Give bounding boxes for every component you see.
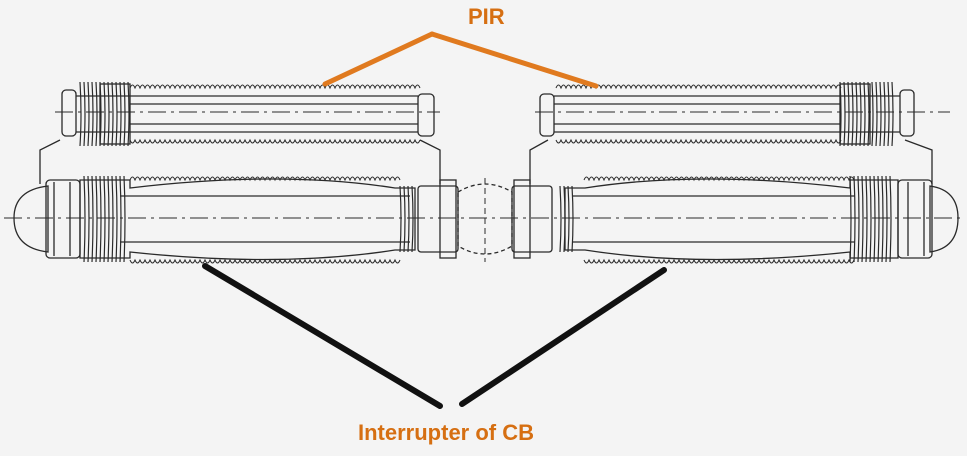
cooling-fin: [91, 175, 94, 263]
cooling-fin: [883, 81, 886, 147]
cooling-fin: [839, 81, 842, 147]
cooling-fin: [863, 81, 866, 147]
cooling-fin: [877, 175, 880, 263]
cooling-fin: [103, 175, 106, 263]
cooling-fin: [115, 81, 118, 147]
cooling-fin: [123, 81, 126, 147]
cooling-fin: [87, 81, 90, 147]
cooling-fin: [861, 175, 864, 263]
cooling-fin: [407, 185, 410, 253]
cooling-fin: [859, 81, 862, 147]
cooling-fin: [869, 175, 872, 263]
cooling-fin: [849, 175, 852, 263]
insulator-corrugation: [129, 176, 401, 182]
cooling-fin: [87, 175, 90, 263]
left-end-cap: [13, 179, 81, 259]
cooling-fin: [95, 175, 98, 263]
cooling-fin: [879, 81, 882, 147]
cooling-fin: [873, 175, 876, 263]
cooling-fin: [885, 175, 888, 263]
left-pir-tube: [61, 83, 435, 145]
center-tank: [417, 178, 553, 262]
cooling-fin: [111, 81, 114, 147]
cooling-fin: [127, 81, 130, 147]
cooling-fin: [115, 175, 118, 263]
pir-label: PIR: [468, 4, 505, 29]
left-interrupter-body: [79, 178, 416, 261]
cooling-fin: [855, 81, 858, 147]
interrupter-leader-left: [202, 263, 443, 409]
cooling-fin: [881, 175, 884, 263]
cooling-fin: [889, 175, 892, 263]
cooling-fin: [399, 185, 402, 253]
right-interrupter-body: [564, 178, 899, 261]
cooling-fin: [119, 81, 122, 147]
right-end-cap: [897, 179, 959, 259]
cooling-fin: [559, 185, 562, 253]
pir-leader-left: [322, 31, 435, 87]
insulator-corrugation: [129, 258, 401, 264]
cooling-fin: [123, 175, 126, 263]
cooling-fin: [119, 175, 122, 263]
cooling-fin: [867, 81, 870, 147]
cooling-fin: [563, 185, 566, 253]
cooling-fin: [567, 185, 570, 253]
cooling-fin: [99, 175, 102, 263]
cooling-fin: [111, 175, 114, 263]
cooling-fin: [107, 175, 110, 263]
right-pir-tube: [539, 83, 915, 145]
insulator-corrugation: [129, 138, 421, 144]
interrupter-leader-lines: [202, 263, 667, 409]
cooling-fin: [571, 185, 574, 253]
cooling-fin: [99, 81, 102, 147]
cooling-fin: [843, 81, 846, 147]
cooling-fin: [871, 81, 874, 147]
cooling-fin: [891, 81, 894, 147]
cooling-fin: [887, 81, 890, 147]
cooling-fin: [107, 81, 110, 147]
pir-leader-right: [429, 31, 599, 89]
cooling-fin: [875, 81, 878, 147]
pir-connection-leads: [39, 139, 933, 184]
cooling-fin: [79, 81, 82, 147]
insulator-corrugation: [555, 138, 842, 144]
insulator-corrugation: [555, 84, 842, 90]
insulator-corrugation: [129, 84, 421, 90]
cooling-fin: [83, 81, 86, 147]
cooling-fin: [857, 175, 860, 263]
insulator-corrugation: [583, 176, 855, 182]
cooling-fin: [83, 175, 86, 263]
cooling-fin: [847, 81, 850, 147]
cooling-fin: [865, 175, 868, 263]
interrupter-leader-right: [459, 267, 667, 407]
cooling-fin: [851, 81, 854, 147]
pir-leader-lines: [322, 31, 599, 89]
cooling-fin: [411, 185, 414, 253]
insulator-corrugation: [583, 258, 855, 264]
cooling-fin: [103, 81, 106, 147]
cooling-fin: [403, 185, 406, 253]
cooling-fin: [95, 81, 98, 147]
cooling-fin: [853, 175, 856, 263]
cooling-fin: [91, 81, 94, 147]
interrupter-label: Interrupter of CB: [358, 420, 534, 445]
